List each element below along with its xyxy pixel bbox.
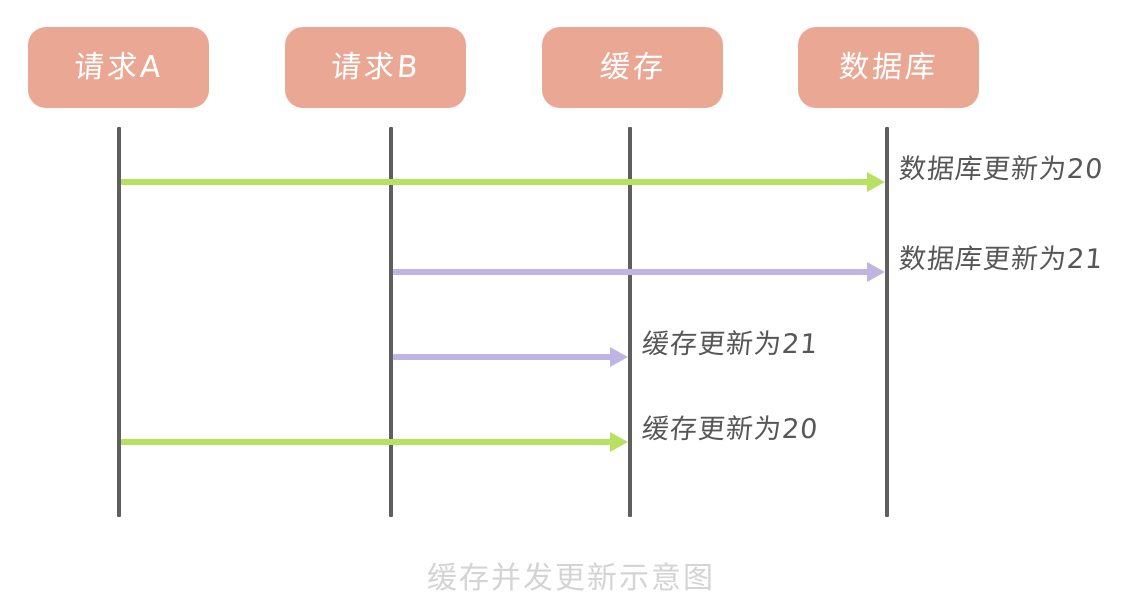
participant-label-cache: 缓存 xyxy=(598,49,667,85)
message-arrow-3: 缓存更新为21 xyxy=(393,329,820,367)
participant-box-request-b: 请求B xyxy=(285,27,466,108)
lifeline-cache xyxy=(628,127,632,517)
message-arrow-2: 数据库更新为21 xyxy=(393,244,1105,282)
participant-label-database: 数据库 xyxy=(837,49,940,85)
message-arrowhead-1 xyxy=(867,172,885,192)
participant-box-cache: 缓存 xyxy=(542,27,723,108)
participant-label-request-a: 请求A xyxy=(72,49,165,85)
message-line-2 xyxy=(393,269,869,275)
lifeline-request-b xyxy=(389,127,393,517)
message-arrowhead-2 xyxy=(867,262,885,282)
message-label-2: 数据库更新为21 xyxy=(897,244,1105,275)
participant-box-database: 数据库 xyxy=(798,27,979,108)
message-arrow-4: 缓存更新为20 xyxy=(121,414,820,452)
message-label-3: 缓存更新为21 xyxy=(640,329,820,360)
message-arrowhead-4 xyxy=(610,432,628,452)
message-arrowhead-3 xyxy=(610,347,628,367)
message-line-3 xyxy=(393,354,612,360)
message-line-4 xyxy=(121,439,612,445)
message-arrow-1: 数据库更新为20 xyxy=(121,154,1105,192)
lifeline-request-a xyxy=(117,127,121,517)
participant-label-request-b: 请求B xyxy=(329,49,422,85)
message-label-4: 缓存更新为20 xyxy=(640,414,820,445)
participant-box-request-a: 请求A xyxy=(28,27,209,108)
message-line-1 xyxy=(121,179,869,185)
message-label-1: 数据库更新为20 xyxy=(897,154,1105,185)
lifeline-database xyxy=(885,127,889,517)
diagram-caption: 缓存并发更新示意图 xyxy=(427,561,715,596)
